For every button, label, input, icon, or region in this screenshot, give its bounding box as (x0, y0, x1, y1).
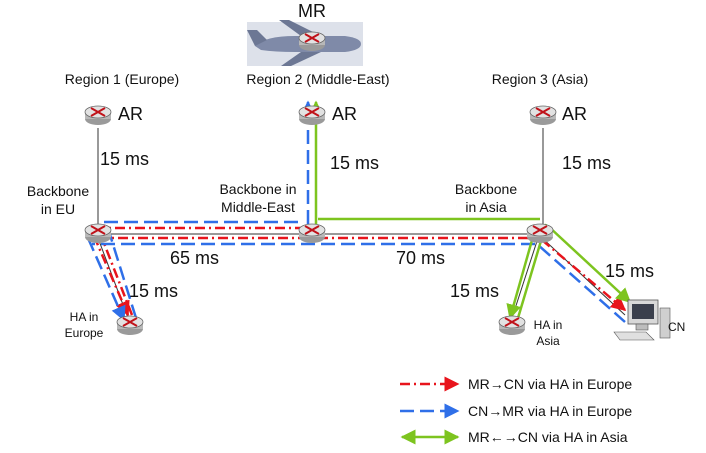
link-backbone-ha-asia (511, 237, 539, 319)
backbone-me-router-icon (298, 223, 326, 244)
legend-item-blue: CN→MR via HA in Europe (400, 403, 632, 419)
backbone-asia-router-icon (526, 223, 554, 244)
backbone-me-label-1: Backbone in (219, 181, 296, 197)
backbone-eu-label-1: Backbone (27, 183, 89, 199)
legend-label-red: MR→CN via HA in Europe (468, 376, 632, 392)
ha-asia-label-2: Asia (536, 334, 560, 348)
mobile-router-icon (298, 31, 326, 52)
ar1-label: AR (118, 104, 143, 124)
ar2-label: AR (332, 104, 357, 124)
region3-label: Region 3 (Asia) (492, 71, 589, 87)
path-mr-cn-via-ha-europe (92, 226, 627, 317)
backbone-eu-router-icon (84, 223, 112, 244)
ha-asia-label-1: HA in (534, 318, 563, 332)
legend-label-green: MR←→CN via HA in Asia (468, 429, 628, 445)
access-router-3-icon (529, 105, 557, 126)
latency-region2: 15 ms (330, 153, 379, 173)
ar3-label: AR (562, 104, 587, 124)
computer-icon (613, 299, 671, 341)
latency-ha-eu: 15 ms (129, 281, 178, 301)
latency-region3: 15 ms (562, 153, 611, 173)
region1-label: Region 1 (Europe) (65, 71, 179, 87)
ha-asia-router-icon (498, 315, 526, 336)
mr-label: MR (298, 1, 326, 21)
ha-europe-router-icon (116, 315, 144, 336)
legend-item-red: MR→CN via HA in Europe (400, 376, 632, 392)
ha-eu-label-2: Europe (65, 326, 104, 340)
legend-label-blue: CN→MR via HA in Europe (468, 403, 632, 419)
backbone-asia-label-2: in Asia (465, 199, 506, 215)
backbone-me-label-2: Middle-East (221, 199, 295, 215)
legend-item-green: MR←→CN via HA in Asia (400, 429, 628, 445)
region2-label: Region 2 (Middle-East) (246, 71, 389, 87)
ha-eu-label-1: HA in (70, 310, 99, 324)
access-router-1-icon (84, 105, 112, 126)
latency-ha-asia: 15 ms (450, 281, 499, 301)
access-router-2-icon (298, 105, 326, 126)
latency-region1: 15 ms (100, 149, 149, 169)
latency-me-asia: 70 ms (396, 248, 445, 268)
backbone-eu-label-2: in EU (41, 201, 75, 217)
legend: MR→CN via HA in Europe CN→MR via HA in E… (400, 376, 632, 445)
cn-label: CN (668, 320, 685, 334)
backbone-asia-label-1: Backbone (455, 181, 517, 197)
latency-eu-me: 65 ms (170, 248, 219, 268)
latency-cn: 15 ms (605, 261, 654, 281)
